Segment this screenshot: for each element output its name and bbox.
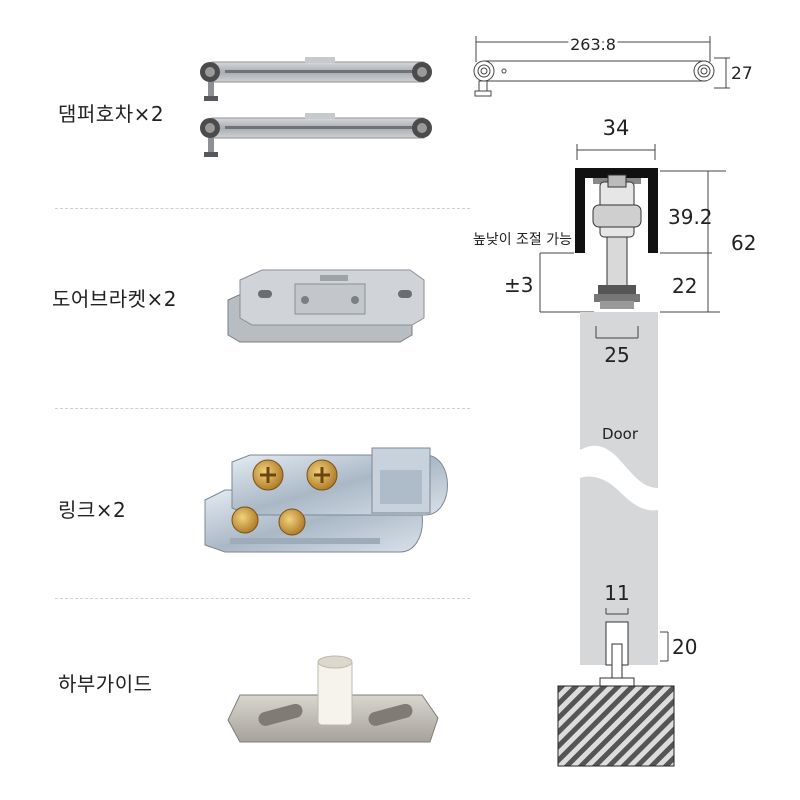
door-bracket <box>227 269 425 343</box>
bottom-guide <box>227 655 439 743</box>
damper-roller-2 <box>200 113 432 157</box>
dim-22: 22 <box>672 274 697 298</box>
separator-2 <box>55 408 470 409</box>
door-label: Door <box>602 425 639 443</box>
dim-62: 62 <box>731 231 756 255</box>
damper-roller-1 <box>200 57 432 101</box>
dim-length: 263.8 <box>570 35 616 54</box>
dim-20: 20 <box>672 635 697 659</box>
separator-3 <box>55 598 470 599</box>
label-link: 링크×2 <box>58 498 127 522</box>
dim-11: 11 <box>604 581 629 605</box>
label-guide: 하부가이드 <box>58 672 153 696</box>
adjust-note: 높낮이 조절 가능 <box>473 232 572 248</box>
dim-25: 25 <box>604 343 629 367</box>
dim-width-top: 34 <box>603 116 630 140</box>
damper-line-drawing <box>473 36 730 97</box>
dim-height-small: 27 <box>731 64 753 84</box>
cross-section <box>539 144 726 767</box>
dim-39-2: 39.2 <box>668 205 713 229</box>
link-part <box>204 447 448 553</box>
separator-1 <box>55 208 470 209</box>
dim-pm3: ±3 <box>504 273 533 297</box>
label-bracket: 도어브라켓×2 <box>52 287 177 311</box>
label-damper: 댐퍼호차×2 <box>58 102 165 126</box>
